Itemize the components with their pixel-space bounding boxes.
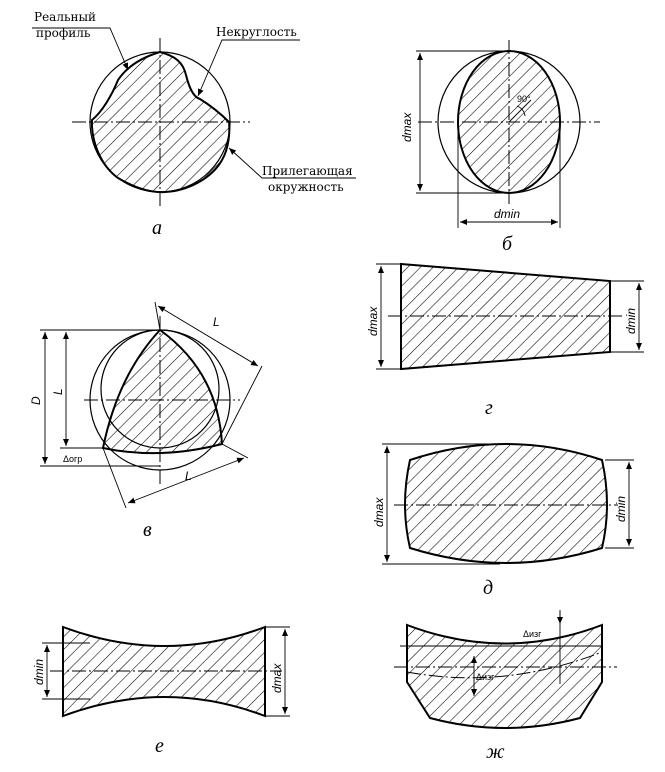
caption-b: б bbox=[502, 233, 513, 255]
caption-g: г bbox=[485, 397, 493, 419]
adjacent-circle-label-line2: окружность bbox=[268, 180, 344, 194]
barrel-profile bbox=[404, 443, 608, 564]
delta-izg-label-upper: Δизг bbox=[523, 629, 542, 639]
caption-v: в bbox=[143, 519, 152, 541]
bent-axis bbox=[406, 651, 603, 679]
L-label-lower: L bbox=[185, 469, 192, 483]
L-label-upper: L bbox=[213, 315, 220, 329]
dmax-label-b: dmax bbox=[400, 112, 414, 142]
dmax-label-d: dmax bbox=[372, 497, 386, 527]
caption-a: а bbox=[152, 217, 162, 239]
caption-zh: ж bbox=[486, 741, 505, 763]
delta-izg-label-lower: Δизг bbox=[476, 672, 495, 682]
figure-d: dmax dmin д bbox=[372, 443, 634, 599]
figure-v: D L Δогр L L в bbox=[29, 301, 263, 541]
figure-b: dmax dmin 90° б bbox=[400, 40, 600, 255]
L-label-vertical: L bbox=[51, 388, 65, 395]
real-profile-label-line2: профиль bbox=[36, 26, 91, 40]
L-dimension-line-upper bbox=[157, 305, 259, 367]
angle-label: 90° bbox=[517, 94, 531, 104]
dmin-label-d: dmin bbox=[614, 496, 628, 522]
D-label: D bbox=[29, 396, 43, 405]
figure-e: dmin dmax е bbox=[32, 625, 290, 757]
adjacent-circle-leader bbox=[228, 147, 356, 179]
dmax-label-e: dmax bbox=[270, 663, 284, 693]
out-of-round-leader bbox=[197, 39, 300, 97]
figure-g: dmax dmin г bbox=[366, 262, 644, 419]
dmin-label-b: dmin bbox=[494, 207, 520, 221]
dmin-label-g: dmin bbox=[624, 308, 638, 334]
figure-zh: Δизг Δизг ж bbox=[394, 610, 617, 763]
real-profile-label-line1: Реальный bbox=[34, 10, 96, 24]
figure-a: Реальный профиль Некруглость Прилегающая… bbox=[32, 10, 356, 239]
real-profile-leader bbox=[32, 27, 129, 71]
faceted-profile bbox=[101, 328, 224, 455]
caption-e: е bbox=[155, 735, 164, 757]
dmin-label-e: dmin bbox=[32, 659, 46, 685]
dmax-label-g: dmax bbox=[366, 306, 380, 336]
L-dimension-line-lower bbox=[127, 457, 245, 504]
delta-ogr-label: Δогр bbox=[63, 454, 82, 464]
caption-d: д bbox=[483, 577, 493, 599]
adjacent-circle-label-line1: Прилегающая bbox=[262, 164, 353, 178]
out-of-round-label: Некруглость bbox=[216, 25, 297, 39]
